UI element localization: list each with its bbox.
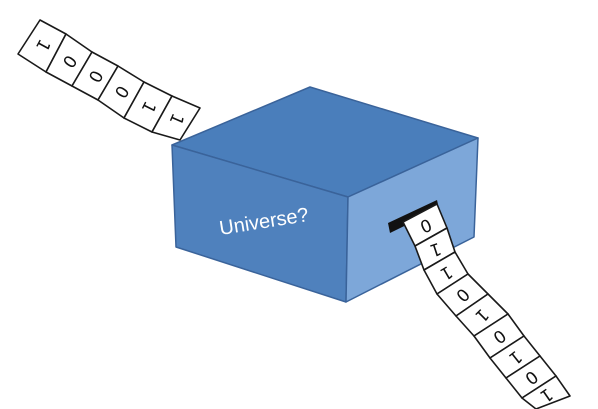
input-tape-cell [151, 95, 201, 141]
output-tape-cell [521, 375, 571, 409]
